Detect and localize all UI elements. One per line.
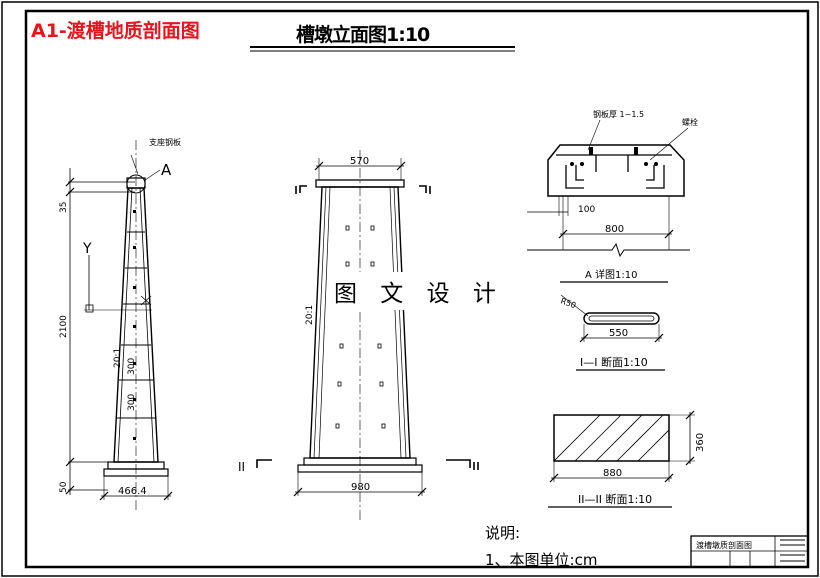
side-dim-50: 50 xyxy=(59,481,69,493)
bearing-plate-label: 支座钢板 xyxy=(149,137,181,147)
section-ii-dim-360: 360 xyxy=(695,433,706,452)
front-base-footing xyxy=(297,464,423,473)
detail-a-break-line xyxy=(527,242,690,258)
detail-circle-a xyxy=(126,174,146,194)
notes-title: 说明: xyxy=(485,524,521,542)
detail-marker-a: A xyxy=(161,161,172,179)
side-width-dim: 466.4 xyxy=(118,486,147,497)
side-dim-2100: 2100 xyxy=(59,315,69,338)
detail-a-title: A 详图1:10 xyxy=(585,268,637,281)
detail-a-section: 钢板厚 1~1.5 螺栓 100 800 xyxy=(527,109,698,283)
title-block-name: 渡槽墩质剖面图 xyxy=(696,540,752,550)
side-seg1: 300 xyxy=(127,358,137,375)
side-dim-35: 35 xyxy=(59,202,69,213)
elevation-title: 槽墩立面图1:10 xyxy=(296,24,430,46)
drawing-heading: A1-渡槽地质剖面图 xyxy=(31,20,200,42)
pier-side-view: 35 2100 50 支座钢板 A xyxy=(59,137,181,510)
section-ii-dim-880: 880 xyxy=(603,468,622,479)
watermark: 图 文 设 计 xyxy=(330,272,508,310)
front-top-dim: 570 xyxy=(350,156,369,167)
section-i-title: I—I 断面1:10 xyxy=(580,355,648,369)
front-bottom-dim: 980 xyxy=(351,482,370,493)
detail-a-dim-100: 100 xyxy=(578,205,595,215)
side-seg2: 300 xyxy=(127,394,137,411)
section-i-outline xyxy=(583,312,660,325)
notes-line-1: 1、本图单位:cm xyxy=(485,551,598,569)
y-axis-label: Y xyxy=(82,241,92,257)
section-ii-outline xyxy=(553,414,670,462)
detail-a-outline xyxy=(547,144,685,197)
detail-a-bolt-label: 螺栓 xyxy=(682,117,698,127)
section-i-radius: R50 xyxy=(559,296,577,310)
section-ii-view: 360 880 II—II 断面1:10 xyxy=(548,410,706,508)
side-base-footing xyxy=(103,468,169,477)
section-i-view: R50 550 I—I 断面1:10 xyxy=(559,294,665,371)
pier-front-view: 570 980 20:1 xyxy=(238,150,479,520)
section-ii-left: II xyxy=(238,460,245,474)
title-block: 渡槽墩质剖面图 xyxy=(690,535,809,568)
section-i-dim-550: 550 xyxy=(609,328,628,339)
front-slope: 20:1 xyxy=(305,305,315,325)
inner-frame xyxy=(24,9,810,569)
detail-a-dim-800: 800 xyxy=(605,224,624,235)
section-ii-title: II—II 断面1:10 xyxy=(578,492,652,506)
detail-a-plate-label: 钢板厚 1~1.5 xyxy=(593,109,644,119)
side-slope: 20:1 xyxy=(113,348,123,368)
